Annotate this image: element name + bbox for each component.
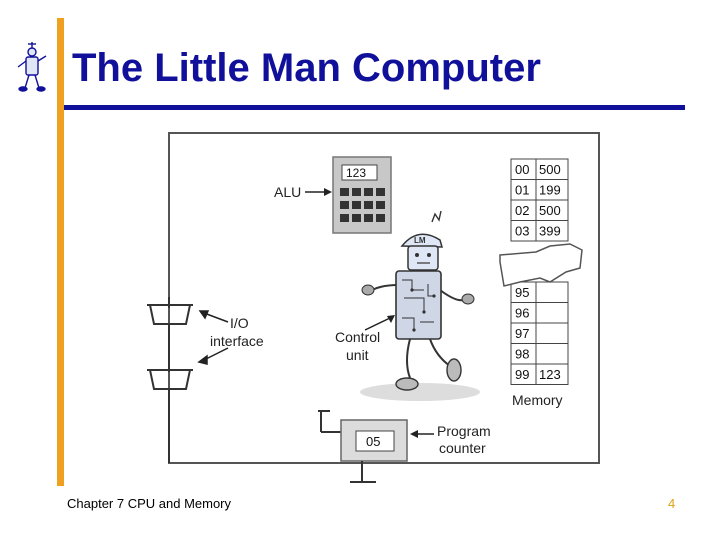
little-man-icon: LM [360, 210, 480, 401]
memory-value: 500 [539, 203, 561, 218]
control-label-line1: Control [335, 329, 380, 345]
alu-calculator-icon [332, 156, 392, 234]
io-label-line2: interface [210, 333, 264, 349]
alu-key [352, 201, 361, 209]
memory-address: 99 [515, 367, 529, 382]
program-counter-box [318, 410, 408, 483]
accent-vertical-bar [57, 18, 64, 486]
memory-row: 99 123 [510, 363, 569, 385]
memory-address: 95 [515, 285, 529, 300]
memory-row: 03 399 [510, 220, 569, 242]
alu-display-value: 123 [346, 166, 366, 180]
program-counter-arrow [410, 430, 434, 438]
hat-text: LM [414, 236, 426, 245]
memory-row: 96 [510, 302, 569, 324]
alu-label: ALU [274, 184, 301, 200]
memory-address: 97 [515, 326, 529, 341]
memory-address: 01 [515, 183, 529, 198]
memory-value: 199 [539, 183, 561, 198]
slide-title: The Little Man Computer [72, 46, 541, 90]
memory-row: 95 [510, 281, 569, 303]
memory-row: 98 [510, 343, 569, 365]
memory-table: 00 500 01 199 02 500 03 399 95 96 97 98 99 123 [510, 158, 569, 385]
program-counter-label-line1: Program [437, 423, 491, 439]
control-arrow [364, 315, 395, 331]
page-number: 4 [668, 496, 676, 511]
alu-key [352, 214, 361, 222]
alu-key [364, 201, 373, 209]
alu-key [376, 201, 385, 209]
memory-row: 01 199 [510, 179, 569, 201]
io-label-line1: I/O [230, 315, 249, 331]
memory-address: 96 [515, 306, 529, 321]
alu-key [364, 214, 373, 222]
program-counter-label-line2: counter [439, 440, 486, 456]
memory-address: 98 [515, 347, 529, 362]
memory-value: 399 [539, 224, 561, 239]
memory-tear [499, 243, 583, 287]
memory-address: 00 [515, 162, 529, 177]
memory-value: 500 [539, 162, 561, 177]
alu-key [376, 214, 385, 222]
memory-label: Memory [512, 392, 563, 408]
memory-address: 02 [515, 203, 529, 218]
memory-value: 123 [539, 367, 561, 382]
alu-key [352, 188, 361, 196]
alu-key [376, 188, 385, 196]
title-underline-bar [64, 105, 685, 110]
alu-key [340, 201, 349, 209]
alu-key [364, 188, 373, 196]
out-basket-icon [147, 324, 193, 463]
memory-row: 02 500 [510, 199, 569, 221]
little-man-logo-icon [17, 42, 47, 92]
alu-arrow [305, 188, 332, 196]
alu-key [340, 188, 349, 196]
footer-chapter-text: Chapter 7 CPU and Memory [67, 496, 232, 511]
memory-row: 97 [510, 322, 569, 344]
io-arrows [197, 310, 229, 365]
memory-row: 00 500 [510, 158, 569, 180]
control-label-line2: unit [346, 347, 369, 363]
memory-address: 03 [515, 224, 529, 239]
program-counter-value: 05 [366, 434, 380, 449]
alu-key [340, 214, 349, 222]
